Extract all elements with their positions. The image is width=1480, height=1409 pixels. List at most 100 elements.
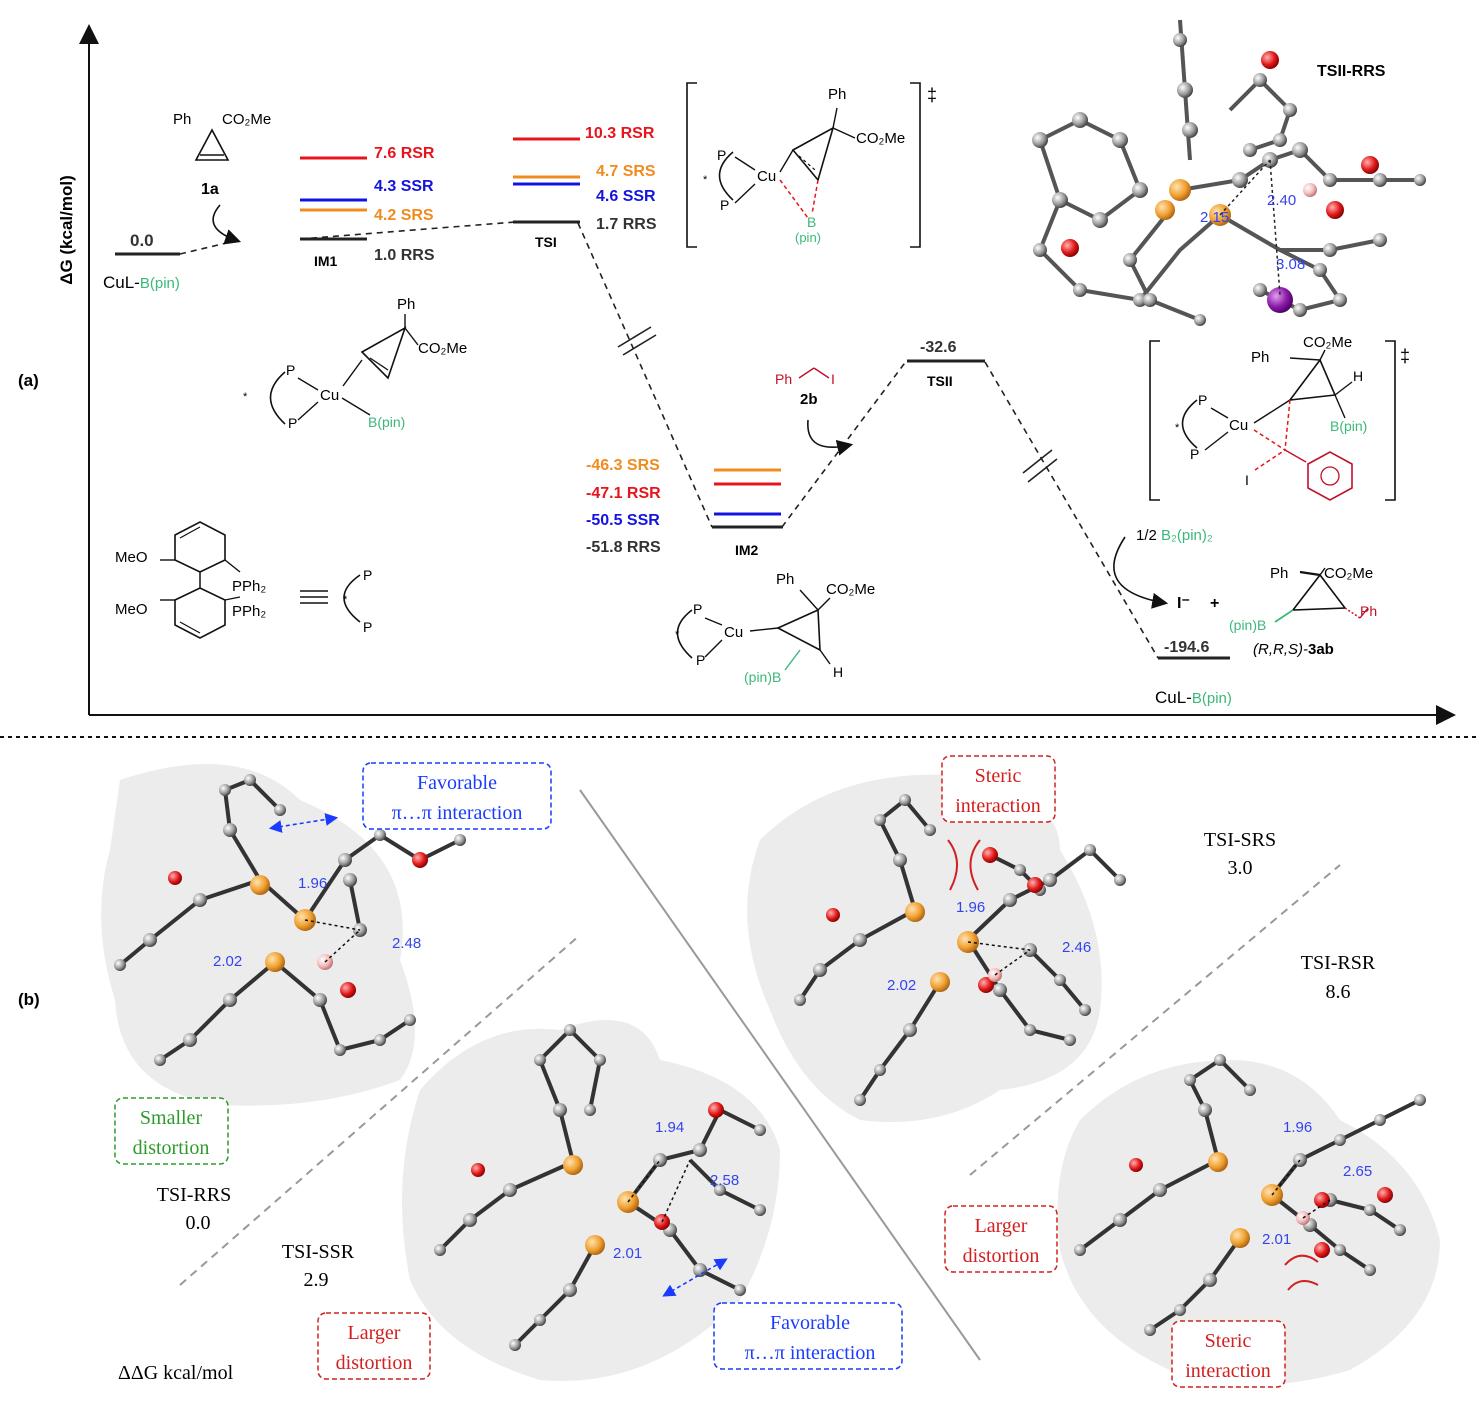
energy-tsi-srs: 3.0	[1228, 857, 1253, 879]
energy-tsi-ssr: 2.9	[304, 1269, 329, 1291]
break-mark-1a	[617, 326, 652, 348]
im2-rsr: -47.1 RSR	[586, 485, 661, 502]
svg-text:Ph: Ph	[775, 371, 792, 387]
im2-srs: -46.3 SRS	[586, 457, 660, 474]
panel-b: (b)	[18, 755, 1440, 1388]
svg-text:*: *	[243, 391, 248, 403]
svg-text:CO₂Me: CO₂Me	[222, 111, 271, 128]
svg-text:(pin)B: (pin)B	[744, 669, 781, 685]
svg-text:1.96: 1.96	[956, 899, 985, 916]
svg-text:Cu: Cu	[724, 624, 743, 641]
svg-text:Larger: Larger	[348, 1322, 401, 1344]
svg-text:interaction: interaction	[955, 795, 1041, 817]
svg-text:*: *	[343, 594, 348, 606]
im1-rrs: 1.0 RRS	[374, 247, 435, 264]
b2pin2-label: 1/2 B₂(pin)₂	[1136, 527, 1213, 544]
svg-text:Ph: Ph	[1251, 349, 1269, 366]
svg-text:Favorable: Favorable	[770, 1312, 850, 1334]
svg-text:P: P	[286, 362, 295, 378]
b2pin2-arrow	[1113, 536, 1169, 609]
svg-text:distortion: distortion	[963, 1245, 1040, 1267]
svg-text:Ph: Ph	[1360, 603, 1377, 619]
svg-text:P: P	[1190, 446, 1199, 462]
im1-ssr: 4.3 SSR	[374, 178, 434, 195]
svg-text:PPh₂: PPh₂	[232, 578, 266, 595]
product-label: (R,R,S)-3ab	[1253, 641, 1334, 658]
svg-text:Ph: Ph	[1270, 565, 1288, 582]
blob-tsi-srs	[747, 774, 1102, 1122]
tsi-levels: 10.3 RSR 4.7 SRS 4.6 SSR 1.7 RRS TSI	[513, 125, 657, 250]
svg-text:Steric: Steric	[1205, 1330, 1252, 1352]
svg-text:PPh₂: PPh₂	[232, 603, 266, 620]
svg-text:π…π interaction: π…π interaction	[392, 802, 523, 824]
svg-text:I: I	[831, 371, 835, 387]
svg-text:P: P	[363, 619, 372, 635]
start-energy: 0.0	[130, 231, 154, 250]
im1-label: IM1	[314, 253, 338, 269]
separator-left	[179, 934, 581, 1286]
svg-text:2.46: 2.46	[1062, 939, 1091, 956]
ddg-unit: ΔΔG kcal/mol	[118, 1362, 234, 1384]
svg-text:1.96: 1.96	[298, 875, 327, 892]
svg-text:2.01: 2.01	[1262, 1231, 1291, 1248]
y-axis-label: ΔG (kcal/mol)	[57, 175, 76, 285]
svg-text:2b: 2b	[800, 391, 818, 408]
tsi-rrs: 1.7 RRS	[596, 216, 657, 233]
tsi-label: TSI	[535, 234, 557, 250]
ligand-structure: MeO MeO PPh₂ PPh₂ P P *	[115, 521, 372, 639]
svg-text:(pin)B: (pin)B	[1229, 617, 1266, 633]
svg-text:H: H	[1353, 368, 1363, 384]
svg-text:*: *	[703, 174, 708, 186]
label-tsi-ssr: TSI-SSR	[282, 1241, 355, 1263]
panel-a-label: (a)	[18, 371, 39, 390]
svg-text:Ph: Ph	[397, 296, 415, 313]
svg-text:P: P	[363, 567, 372, 583]
svg-text:2.15: 2.15	[1200, 209, 1229, 226]
svg-text:2.48: 2.48	[392, 935, 421, 952]
svg-text:Cu: Cu	[320, 387, 339, 404]
svg-text:B(pin): B(pin)	[1330, 418, 1367, 434]
svg-text:π…π interaction: π…π interaction	[745, 1342, 876, 1364]
reagent-2b: Ph I 2b	[775, 367, 854, 456]
end-name: CuL-B(pin)	[1155, 688, 1232, 707]
svg-text:B(pin): B(pin)	[368, 414, 405, 430]
svg-text:Smaller: Smaller	[140, 1107, 203, 1129]
svg-text:Cu: Cu	[757, 168, 776, 185]
svg-text:3.08: 3.08	[1276, 256, 1305, 273]
im2-structure: Ph CO₂Me H (pin)B P P * Cu	[675, 571, 875, 685]
callout-steric-2: Steric interaction	[1171, 1320, 1286, 1388]
svg-text:‡: ‡	[927, 85, 937, 105]
svg-text:1a: 1a	[201, 181, 219, 198]
svg-text:CO₂Me: CO₂Me	[1303, 334, 1352, 351]
model-tsi-rsr: 1.96 2.01 2.65	[1074, 1054, 1426, 1336]
svg-text:I: I	[1245, 472, 1249, 488]
label-tsi-rrs: TSI-RRS	[157, 1184, 231, 1206]
callout-favorable-1: Favorable π…π interaction	[362, 762, 552, 830]
tsi-srs: 4.7 SRS	[596, 163, 656, 180]
svg-text:2.40: 2.40	[1267, 192, 1296, 209]
panel-a: (a) ΔG (kcal/mol) 0.0 CuL-B(pin) Ph CO₂M…	[18, 19, 1456, 725]
im2-rrs: -51.8 RRS	[586, 539, 661, 556]
tsi-rsr: 10.3 RSR	[585, 125, 655, 142]
break-mark-2a	[1022, 449, 1053, 474]
model-tsi-ssr: 1.94 2.01 2.58	[434, 1024, 766, 1351]
svg-text:2.02: 2.02	[887, 977, 916, 994]
svg-text:P: P	[1198, 392, 1207, 408]
model-tsi-srs: 1.96 2.02 2.46	[794, 794, 1126, 1106]
svg-text:CO₂Me: CO₂Me	[826, 581, 875, 598]
blob-tsi-rrs	[101, 764, 415, 1106]
im1-structure: Ph CO₂Me P P * Cu B(pin)	[243, 296, 467, 431]
plus-sign: +	[1210, 595, 1219, 612]
end-energy: -194.6	[1164, 639, 1209, 656]
product-3ab: Ph CO₂Me (pin)B Ph (R,R,S)-3ab	[1229, 565, 1377, 658]
tsi-structure: ‡ Ph CO₂Me P P * Cu B (pin)	[686, 82, 937, 248]
im2-levels: -46.3 SRS -47.1 RSR -50.5 SSR -51.8 RRS …	[586, 457, 783, 558]
svg-text:CO₂Me: CO₂Me	[1324, 565, 1373, 582]
break-mark-2b	[1027, 458, 1058, 483]
tsii-label: TSII	[927, 373, 953, 389]
svg-text:Ph: Ph	[776, 571, 794, 588]
energy-tsi-rsr: 8.6	[1326, 981, 1351, 1003]
im1-rsr: 7.6 RSR	[374, 145, 435, 162]
iodide: I⁻	[1177, 595, 1190, 612]
svg-text:MeO: MeO	[115, 601, 148, 618]
